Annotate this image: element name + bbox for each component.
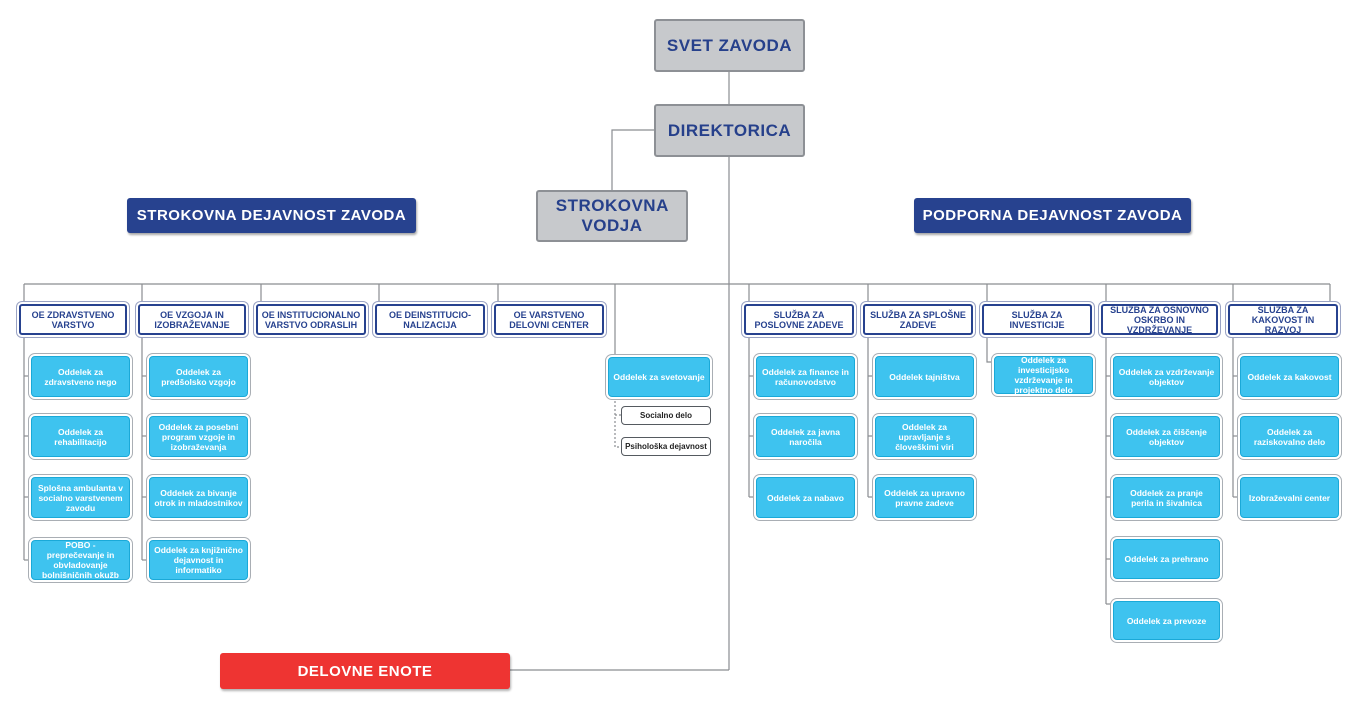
dept-legal-affairs: Oddelek za upravno pravne zadeve — [875, 477, 974, 518]
work-units-box: DELOVNE ENOTE — [220, 653, 510, 689]
dept-building-maintenance: Oddelek za vzdrževanje objektov — [1113, 356, 1220, 397]
dept-investment-maintenance: Oddelek za investicijsko vzdrževanje in … — [994, 355, 1093, 395]
dept-quality: Oddelek za kakovost — [1240, 356, 1339, 397]
dept-training-center: Izobraževalni center — [1240, 477, 1339, 518]
unit-investments: SLUŽBA ZA INVESTICIJE — [982, 304, 1092, 335]
professional-activity-header: STROKOVNA DEJAVNOST ZAVODA — [127, 198, 416, 233]
dept-library: Oddelek za knjižnično dejavnost in infor… — [149, 540, 248, 580]
dept-cleaning: Oddelek za čiščenje objektov — [1113, 416, 1220, 457]
dept-transport: Oddelek za prevoze — [1113, 601, 1220, 640]
support-activity-header: PODPORNA DEJAVNOST ZAVODA — [914, 198, 1191, 233]
dept-counseling: Oddelek za svetovanje — [608, 357, 710, 397]
dept-secretariat: Oddelek tajništva — [875, 356, 974, 397]
dept-food: Oddelek za prehrano — [1113, 539, 1220, 579]
dept-preschool: Oddelek za predšolsko vzgojo — [149, 356, 248, 397]
sub-social-work: Socialno delo — [621, 406, 711, 425]
dept-nursing: Oddelek za zdravstveno nego — [31, 356, 130, 397]
dept-finance: Oddelek za finance in računovodstvo — [756, 356, 855, 397]
director-box: DIREKTORICA — [654, 104, 805, 157]
unit-general-affairs: SLUŽBA ZA SPLOŠNE ZADEVE — [863, 304, 973, 335]
dept-infection-control: POBO - preprečevanje in obvladovanje bol… — [31, 540, 130, 580]
dept-laundry: Oddelek za pranje perila in šivalnica — [1113, 477, 1220, 518]
professional-head-box: STROKOVNA VODJA — [536, 190, 688, 242]
unit-maintenance: SLUŽBA ZA OSNOVNO OSKRBO IN VZDRŽEVANJE — [1101, 304, 1218, 335]
unit-deinstitutionalization: OE DEINSTITUCIO-NALIZACIJA — [375, 304, 485, 335]
dept-rehabilitation: Oddelek za rehabilitacijo — [31, 416, 130, 457]
unit-business-affairs: SLUŽBA ZA POSLOVNE ZADEVE — [744, 304, 854, 335]
dept-human-resources: Oddelek za upravljanje s človeškimi viri — [875, 416, 974, 457]
unit-work-center: OE VARSTVENO DELOVNI CENTER — [494, 304, 604, 335]
unit-health-care: OE ZDRAVSTVENO VARSTVO — [19, 304, 127, 335]
sub-psychology: Psihološka dejavnost — [621, 437, 711, 456]
dept-public-procurement: Oddelek za javna naročila — [756, 416, 855, 457]
dept-residence: Oddelek za bivanje otrok in mladostnikov — [149, 477, 248, 518]
dept-special-program: Oddelek za posebni program vzgoje in izo… — [149, 416, 248, 457]
board-box: SVET ZAVODA — [654, 19, 805, 72]
unit-quality-development: SLUŽBA ZA KAKOVOST IN RAZVOJ — [1228, 304, 1338, 335]
unit-institutional-care: OE INSTITUCIONALNO VARSTVO ODRASLIH — [256, 304, 366, 335]
dept-general-clinic: Splošna ambulanta v socialno varstvenem … — [31, 477, 130, 518]
dept-purchasing: Oddelek za nabavo — [756, 477, 855, 518]
unit-education: OE VZGOJA IN IZOBRAŽEVANJE — [138, 304, 246, 335]
dept-research: Oddelek za raziskovalno delo — [1240, 416, 1339, 457]
